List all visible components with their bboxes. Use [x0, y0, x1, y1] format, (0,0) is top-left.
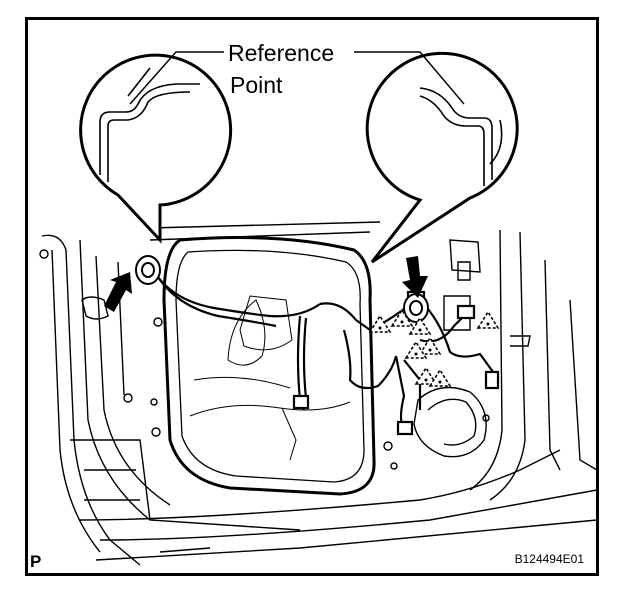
clamp-marker-8 — [476, 310, 500, 329]
clamp-marker-5 — [404, 340, 428, 359]
figure-code: B124494E01 — [515, 552, 585, 566]
clamp-marker-4 — [418, 336, 442, 355]
clamp-marker-1 — [368, 314, 392, 333]
arrow-right-icon — [402, 256, 428, 298]
magnifier-right-detail — [419, 87, 503, 186]
grommet-right — [403, 293, 429, 323]
clamp-markers — [368, 308, 500, 387]
clamp-marker-7 — [428, 368, 452, 387]
service-hole-cover — [162, 236, 376, 496]
arrow-left-icon — [104, 272, 132, 312]
magnifier-left-detail — [99, 67, 200, 182]
magnifier-left — [79, 53, 233, 244]
magnifier-right — [365, 51, 519, 264]
figure-border — [25, 17, 599, 576]
clamp-marker-3 — [408, 316, 432, 335]
callout-leaders — [129, 51, 465, 105]
grommet-left — [135, 255, 161, 285]
callout-label-line2: Point — [230, 72, 283, 98]
callout-label-line1: Reference — [228, 40, 334, 66]
door-body — [39, 221, 598, 566]
clamp-marker-2 — [390, 308, 414, 327]
view-marker: P — [30, 552, 41, 571]
clamp-marker-6 — [414, 366, 438, 385]
